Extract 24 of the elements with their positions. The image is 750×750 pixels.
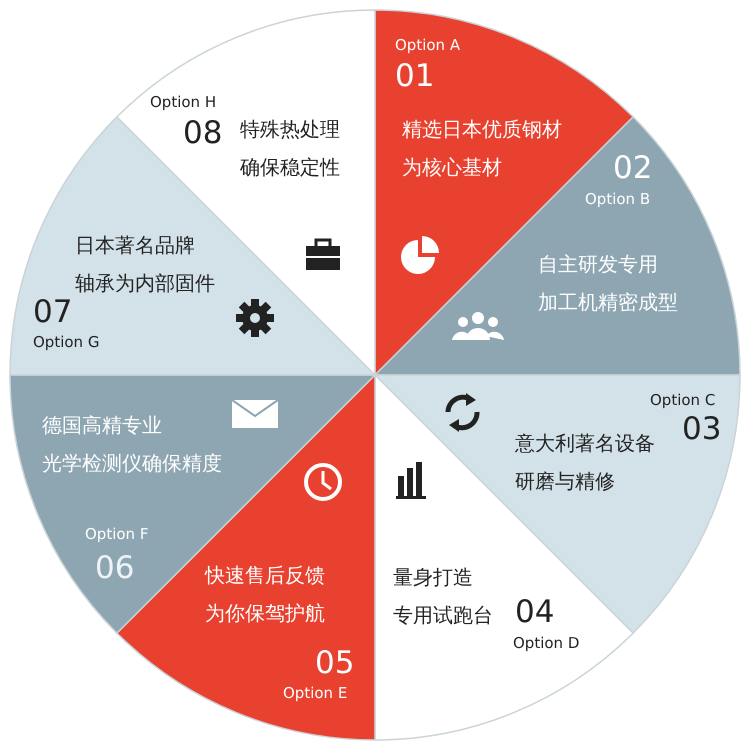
step-number: 03 (682, 411, 722, 447)
step-number: 04 (515, 594, 554, 630)
option-label: Option C (650, 391, 716, 409)
option-label: Option D (513, 634, 580, 652)
option-label: Option G (33, 333, 100, 351)
step-number: 01 (395, 58, 434, 94)
option-label: Option B (585, 190, 650, 208)
description-text: 特殊热处理确保稳定性 (240, 116, 340, 181)
description-text: 意大利著名设备研磨与精修 (515, 430, 655, 495)
description-text: 量身打造专用试跑台 (393, 564, 493, 629)
option-label: Option A (395, 36, 460, 54)
step-number: 02 (613, 150, 652, 186)
description-text: 日本著名品牌轴承为内部固件 (75, 232, 215, 297)
option-label: Option F (85, 525, 148, 543)
step-number: 08 (183, 115, 222, 151)
description-text: 精选日本优质钢材为核心基材 (402, 116, 562, 181)
step-number: 06 (95, 550, 134, 586)
description-text: 德国高精专业光学检测仪确保精度 (42, 412, 222, 477)
step-number: 07 (33, 294, 72, 330)
step-number: 05 (315, 645, 354, 681)
description-text: 快速售后反馈为你保驾护航 (205, 562, 325, 627)
description-text: 自主研发专用加工机精密成型 (538, 251, 678, 316)
option-label: Option H (150, 93, 216, 111)
option-label: Option E (283, 684, 348, 702)
